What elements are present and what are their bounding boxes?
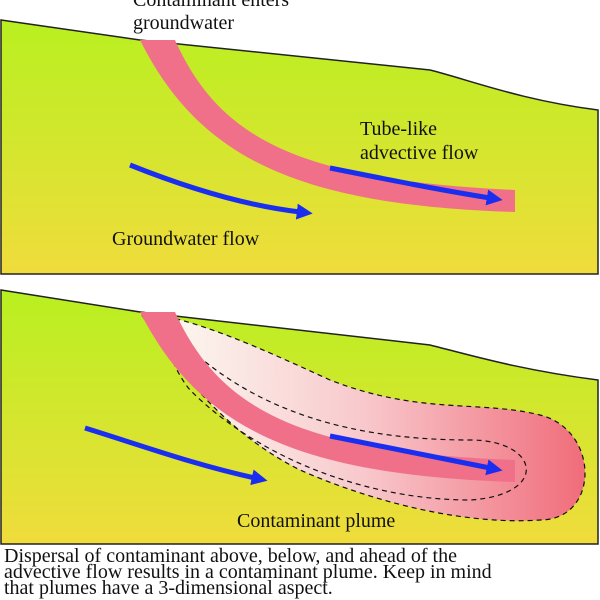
groundwater-flow-arrow-top — [129, 162, 313, 220]
plume-outer-boundary — [138, 311, 586, 522]
label-contaminant-enters-line2: groundwater — [133, 12, 234, 34]
label-groundwater-flow: Groundwater flow — [112, 228, 260, 250]
label-tube-like-line2: advective flow — [360, 142, 479, 164]
caption-line-3: that plumes have a 3-dimensional aspect. — [4, 577, 333, 599]
label-contaminant-plume: Contaminant plume — [237, 510, 395, 532]
label-tube-like-line1: Tube-like — [360, 118, 437, 140]
ground-block-top — [0, 19, 599, 275]
caption-line-1: Dispersal of contaminant above, below, a… — [4, 545, 457, 567]
caption-line-2: advective flow results in a contaminant … — [4, 561, 492, 583]
top-panel: Contaminant enters groundwater Tube-like… — [0, 0, 599, 275]
advective-flow-arrow-top — [329, 165, 503, 206]
bottom-panel: Contaminant plume — [0, 289, 599, 545]
groundwater-flow-arrow-bottom — [84, 425, 268, 486]
label-contaminant-enters-line1: Contaminant enters — [133, 0, 289, 11]
advective-flow-arrow-bottom — [329, 433, 503, 476]
plume-inner-boundary — [159, 315, 527, 501]
caption: Dispersal of contaminant above, below, a… — [4, 545, 594, 599]
